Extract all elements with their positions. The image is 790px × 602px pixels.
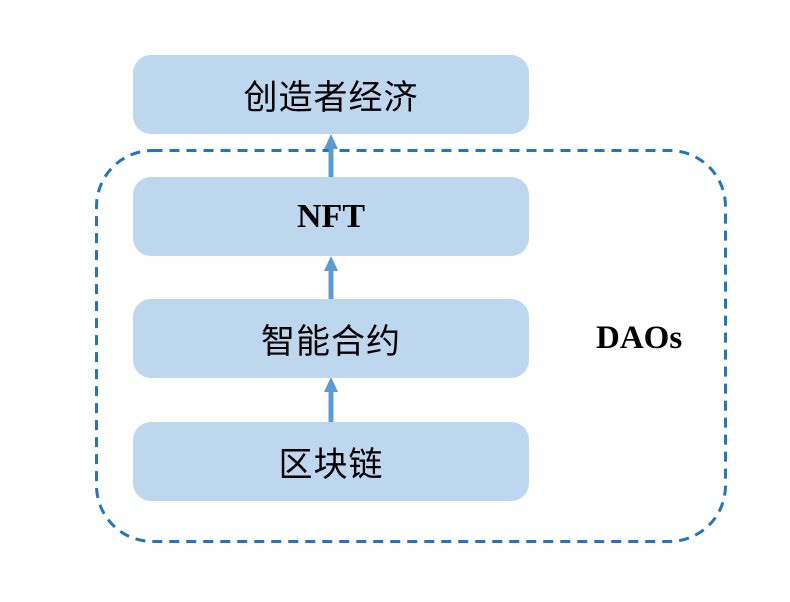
box-nft-label: NFT xyxy=(297,197,365,235)
box-blockchain-label: 区块链 xyxy=(278,447,384,484)
box-nft: NFT xyxy=(133,177,529,256)
daos-boundary-outline xyxy=(95,149,727,543)
box-creator-economy: 创造者经济 xyxy=(133,55,529,134)
box-creator-economy-label: 创造者经济 xyxy=(243,80,419,117)
box-smart-contract-label: 智能合约 xyxy=(261,324,401,361)
daos-label: DAOs xyxy=(596,319,683,356)
box-blockchain: 区块链 xyxy=(133,422,529,501)
up-arrow-smart-contract-to-nft xyxy=(324,256,338,299)
up-arrow-blockchain-to-smart-contract xyxy=(324,377,338,422)
up-arrow-nft-to-creator-economy xyxy=(324,134,338,177)
box-smart-contract: 智能合约 xyxy=(133,299,529,378)
